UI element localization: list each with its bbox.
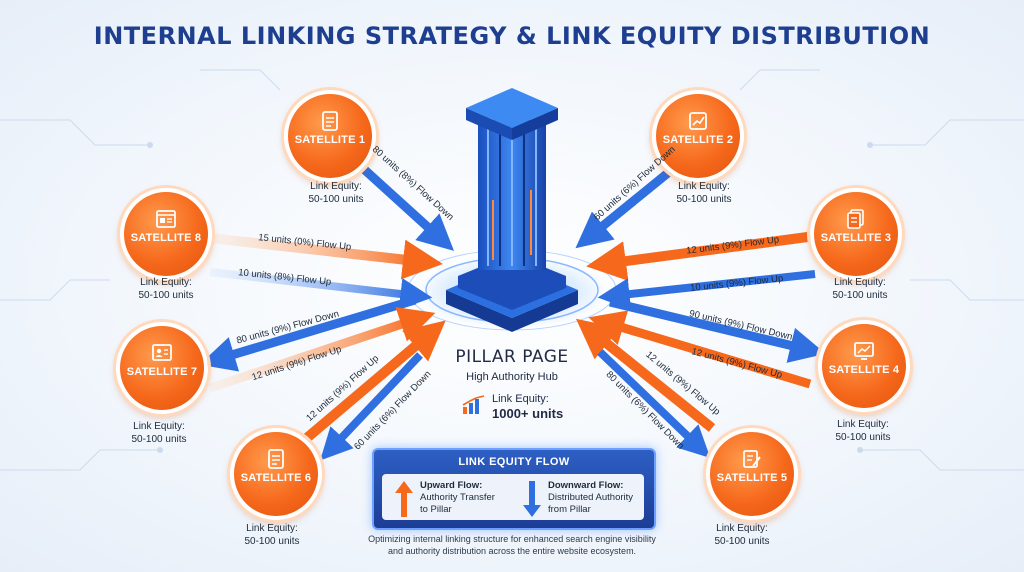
satellite-3-equity: Link Equity: 50-100 units — [805, 276, 915, 302]
satellite-label: SATELLITE 2 — [662, 134, 734, 146]
flow-arrow-7 — [199, 295, 417, 372]
satellite-4[interactable]: SATELLITE 4 — [818, 320, 910, 412]
legend-heading: LINK EQUITY FLOW — [458, 456, 570, 468]
satellite-4-equity: Link Equity: 50-100 units — [808, 418, 918, 444]
flow-arrow-8 — [208, 307, 436, 393]
bar-chart-icon — [462, 395, 485, 414]
satellite-label: SATELLITE 1 — [294, 134, 366, 146]
equity-value: 50-100 units — [832, 290, 888, 301]
footer-text: Optimizing internal linking structure fo… — [340, 533, 684, 557]
flow-arrow-4 — [209, 268, 433, 310]
legend-up-desc: Authority Transfer to Pillar — [420, 492, 495, 516]
flow-arrow-6 — [597, 270, 816, 311]
satellite-label: SATELLITE 7 — [126, 366, 198, 378]
chart-icon — [689, 112, 707, 130]
flow-arrow-10 — [588, 310, 812, 389]
equity-label: Link Equity: — [140, 277, 192, 288]
flow-arrow-5 — [586, 231, 816, 281]
satellite-8[interactable]: SATELLITE 8 — [120, 188, 212, 280]
satellite-8-equity: Link Equity: 50-100 units — [111, 276, 221, 302]
pillar-equity-value: 1000+ units — [492, 406, 564, 421]
legend-down-desc-line: Distributed Authority — [548, 492, 634, 503]
satellite-7-equity: Link Equity: 50-100 units — [104, 420, 214, 446]
flow-arrow-14 — [597, 349, 711, 458]
profile-icon — [152, 344, 172, 361]
browser-icon — [156, 210, 176, 228]
satellite-label: SATELLITE 3 — [820, 232, 892, 244]
legend-down-title: Downward Flow: — [548, 480, 624, 491]
document-icon — [322, 111, 338, 131]
equity-value: 50-100 units — [714, 536, 770, 547]
pillar-title: PILLAR PAGE — [455, 347, 569, 367]
edit-icon — [743, 450, 761, 468]
equity-label: Link Equity: — [678, 181, 730, 192]
satellite-5-equity: Link Equity: 50-100 units — [687, 522, 797, 548]
equity-label: Link Equity: — [837, 419, 889, 430]
satellite-5[interactable]: SATELLITE 5 — [706, 428, 798, 520]
satellite-7[interactable]: SATELLITE 7 — [116, 322, 208, 414]
equity-label: Link Equity: — [133, 421, 185, 432]
down-arrow-icon — [523, 481, 541, 517]
satellite-label: SATELLITE 5 — [716, 472, 788, 484]
pillar-icon — [446, 88, 578, 332]
satellite-2[interactable]: SATELLITE 2 — [652, 90, 744, 182]
satellite-6-equity: Link Equity: 50-100 units — [217, 522, 327, 548]
satellite-2-equity: Link Equity: 50-100 units — [649, 180, 759, 206]
equity-value: 50-100 units — [835, 432, 891, 443]
equity-label: Link Equity: — [834, 277, 886, 288]
flow-arrows — [199, 148, 826, 461]
footer-line: and authority distribution across the en… — [387, 546, 637, 556]
equity-label: Link Equity: — [716, 523, 768, 534]
satellite-label: SATELLITE 6 — [240, 472, 312, 484]
footer-line: Optimizing internal linking structure fo… — [368, 534, 656, 544]
legend-up-desc-line: to Pillar — [420, 504, 452, 515]
document-icon — [268, 449, 284, 469]
flow-arrow-3 — [209, 233, 443, 280]
flow-arrow-11 — [291, 320, 446, 452]
satellite-6[interactable]: SATELLITE 6 — [230, 428, 322, 520]
up-arrow-icon — [395, 481, 413, 517]
flow-arrow-9 — [608, 297, 826, 363]
satellite-1[interactable]: SATELLITE 1 — [284, 90, 376, 182]
monitor-icon — [854, 342, 874, 360]
satellite-label: SATELLITE 8 — [130, 232, 202, 244]
equity-label: Link Equity: — [246, 523, 298, 534]
legend-up-title: Upward Flow: — [420, 480, 483, 491]
pillar-equity-label: Link Equity: — [492, 393, 549, 405]
pages-icon — [847, 209, 864, 229]
flow-arrow-12 — [320, 352, 423, 461]
equity-value: 50-100 units — [308, 194, 364, 205]
legend-box: LINK EQUITY FLOW Upward Flow: Authority … — [372, 448, 656, 530]
circuit-lines — [0, 69, 1024, 471]
equity-label: Link Equity: — [310, 181, 362, 192]
flow-arrow-13 — [575, 318, 716, 432]
page-title: INTERNAL LINKING STRATEGY & LINK EQUITY … — [93, 22, 931, 50]
pillar-subtitle: High Authority Hub — [466, 371, 558, 383]
legend-inner: Upward Flow: Authority Transfer to Pilla… — [382, 474, 644, 520]
satellite-label: SATELLITE 4 — [828, 364, 900, 376]
satellite-3[interactable]: SATELLITE 3 — [810, 188, 902, 280]
legend-up-desc-line: Authority Transfer — [420, 492, 495, 503]
equity-value: 50-100 units — [244, 536, 300, 547]
equity-value: 50-100 units — [676, 194, 732, 205]
legend-down-desc-line: from Pillar — [548, 504, 591, 515]
equity-value: 50-100 units — [138, 290, 194, 301]
legend-down-desc: Distributed Authority from Pillar — [548, 492, 633, 516]
equity-value: 50-100 units — [131, 434, 187, 445]
satellite-1-equity: Link Equity: 50-100 units — [281, 180, 391, 206]
pillar-equity: Link Equity: 1000+ units — [462, 389, 582, 421]
